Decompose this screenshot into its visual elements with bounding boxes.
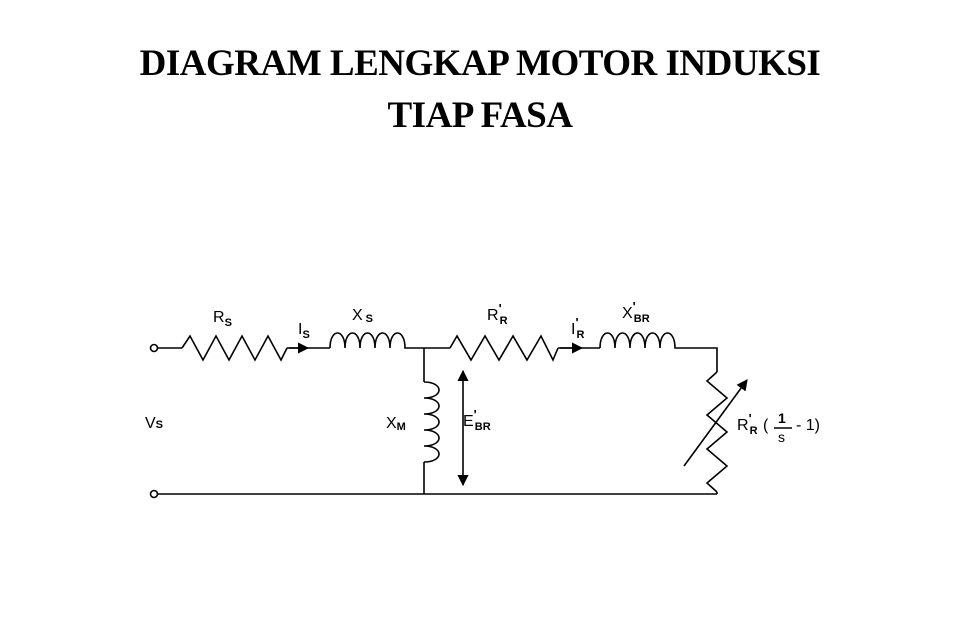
- label-ir: I'R: [571, 315, 585, 341]
- label-load-resistor: R'R: [737, 411, 758, 437]
- label-vs: VS: [145, 415, 163, 432]
- label-xbr: X'BR: [622, 299, 650, 325]
- input-terminal-top: [149, 343, 159, 353]
- inductor-xbr: [599, 332, 678, 349]
- page-title: DIAGRAM LENGKAP MOTOR INDUKSI TIAP FASA: [0, 38, 960, 142]
- label-load-tail: - 1): [796, 417, 820, 434]
- inductor-xs: [329, 332, 408, 349]
- label-rr: R'R: [487, 301, 508, 327]
- resistor-rs: [181, 334, 288, 362]
- label-is: IS: [298, 321, 310, 341]
- wire-top-5: [678, 347, 718, 372]
- inductor-xm: [423, 381, 440, 463]
- label-load-open-paren: (: [763, 417, 769, 434]
- resistor-load: [705, 371, 729, 493]
- label-ebr: E'BR: [463, 407, 491, 433]
- variable-arrow: [683, 379, 748, 467]
- label-load-denominator: s: [778, 429, 785, 445]
- input-terminal-bottom: [149, 489, 159, 499]
- resistor-rr: [449, 334, 559, 362]
- title-line-1: DIAGRAM LENGKAP MOTOR INDUKSI: [139, 43, 821, 84]
- title-line-2: TIAP FASA: [387, 95, 573, 136]
- label-rs: RS: [213, 309, 232, 329]
- label-xm: XM: [386, 415, 406, 433]
- label-load-numerator: 1: [778, 410, 786, 426]
